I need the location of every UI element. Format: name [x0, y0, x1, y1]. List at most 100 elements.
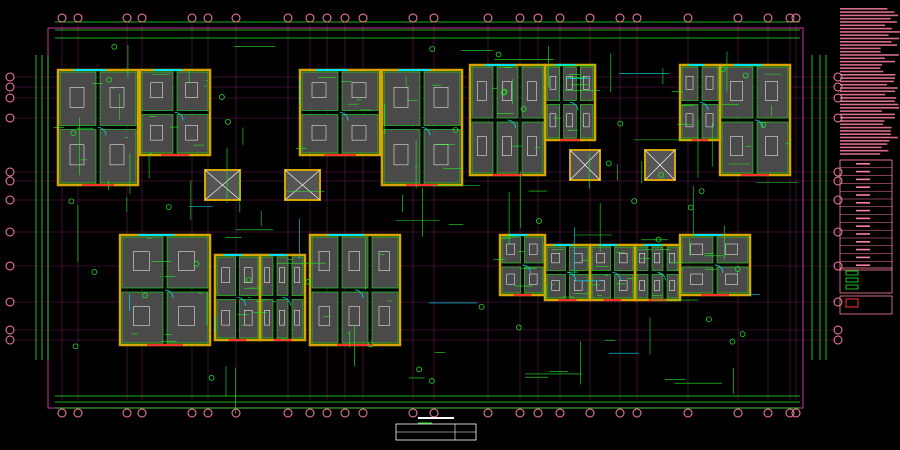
room	[681, 66, 699, 101]
axis-bubble-bottom	[187, 408, 197, 418]
legend-text	[856, 202, 870, 204]
hatch-legend	[839, 267, 893, 294]
room	[651, 246, 664, 271]
note-text-line	[840, 17, 891, 20]
furniture	[690, 243, 703, 255]
room	[721, 121, 754, 174]
axis-bubble-bottom	[340, 408, 350, 418]
note-text-line	[840, 14, 899, 17]
furniture	[730, 136, 743, 156]
axis-bubble-top	[733, 13, 743, 23]
callout-bubble	[416, 366, 422, 373]
apartment-unit	[543, 63, 597, 142]
room	[716, 266, 749, 294]
room	[291, 299, 304, 339]
room	[701, 104, 719, 139]
furniture	[690, 273, 703, 285]
furniture	[244, 310, 253, 326]
room	[59, 71, 97, 126]
axis-bubble-top	[785, 13, 795, 23]
axis-bubble-bottom	[515, 408, 525, 418]
room	[636, 274, 649, 299]
furniture	[69, 87, 85, 108]
axis-bubble-left	[5, 195, 15, 205]
callout-bubble	[72, 343, 79, 350]
legend-text	[856, 186, 870, 188]
room	[681, 236, 714, 264]
note-text-line	[840, 123, 883, 126]
furniture	[502, 136, 512, 156]
legend-text	[856, 217, 870, 220]
callout-bubble	[429, 378, 435, 384]
room	[546, 104, 560, 139]
furniture	[133, 251, 150, 271]
room	[99, 129, 137, 184]
door-swing	[174, 112, 184, 121]
apartment-unit	[295, 68, 382, 157]
callout-bubble	[305, 278, 312, 285]
furniture	[639, 253, 645, 264]
axis-bubble-bottom	[632, 408, 642, 418]
callout-bubble	[429, 46, 436, 52]
note-text-line	[840, 64, 883, 66]
furniture	[725, 273, 738, 285]
axis-bubble-top	[683, 13, 693, 23]
furniture	[69, 144, 85, 166]
axis-bubble-bottom	[533, 408, 543, 418]
axis-bubble-bottom	[231, 408, 241, 418]
axis-bubble-bottom	[733, 408, 743, 418]
door-swing	[421, 127, 431, 136]
axis-bubble-top	[231, 13, 241, 23]
furniture	[311, 125, 327, 141]
axis-bubble-right	[833, 82, 843, 92]
axis-bubble-left	[5, 113, 15, 123]
furniture	[685, 113, 694, 128]
callout-bubble	[760, 122, 767, 128]
room	[614, 274, 634, 299]
axis-bubble-bottom	[283, 408, 293, 418]
room	[239, 299, 259, 339]
room	[311, 236, 339, 289]
axis-bubble-bottom	[763, 408, 773, 418]
room	[276, 299, 289, 339]
note-text-line	[840, 153, 881, 155]
furniture	[378, 251, 390, 271]
axis-bubble-top	[358, 13, 368, 23]
legend-text	[856, 209, 870, 212]
axis-bubble-left	[5, 176, 15, 186]
door-swing	[507, 119, 516, 129]
furniture	[596, 253, 605, 264]
note-text-line	[840, 116, 895, 119]
furniture	[351, 82, 367, 98]
callout-bubble	[617, 120, 624, 127]
axis-bubble-top	[57, 13, 67, 23]
legend-text	[856, 163, 870, 165]
furniture	[221, 267, 230, 283]
callout-bubble	[68, 198, 75, 205]
axis-bubble-top	[203, 13, 213, 23]
furniture	[185, 82, 198, 98]
room	[701, 66, 719, 101]
room	[121, 291, 164, 344]
room	[216, 299, 236, 339]
stair-core	[644, 149, 676, 181]
room	[681, 266, 714, 294]
room	[666, 246, 679, 271]
room	[524, 266, 544, 294]
callout-bubble	[729, 338, 736, 345]
apartment-unit	[588, 243, 637, 302]
axis-bubble-right	[833, 227, 843, 237]
symbol-legend	[839, 295, 893, 315]
note-text-line	[840, 93, 886, 96]
apartment-unit	[308, 233, 402, 347]
room	[176, 114, 209, 154]
drawing-frame	[35, 21, 827, 409]
furniture	[393, 144, 409, 166]
room	[371, 236, 399, 289]
callout-bubble	[219, 94, 225, 100]
callout-bubble	[478, 303, 485, 310]
apartment-unit	[543, 243, 592, 302]
note-text-line	[840, 97, 897, 99]
axis-bubble-bottom	[408, 408, 418, 418]
